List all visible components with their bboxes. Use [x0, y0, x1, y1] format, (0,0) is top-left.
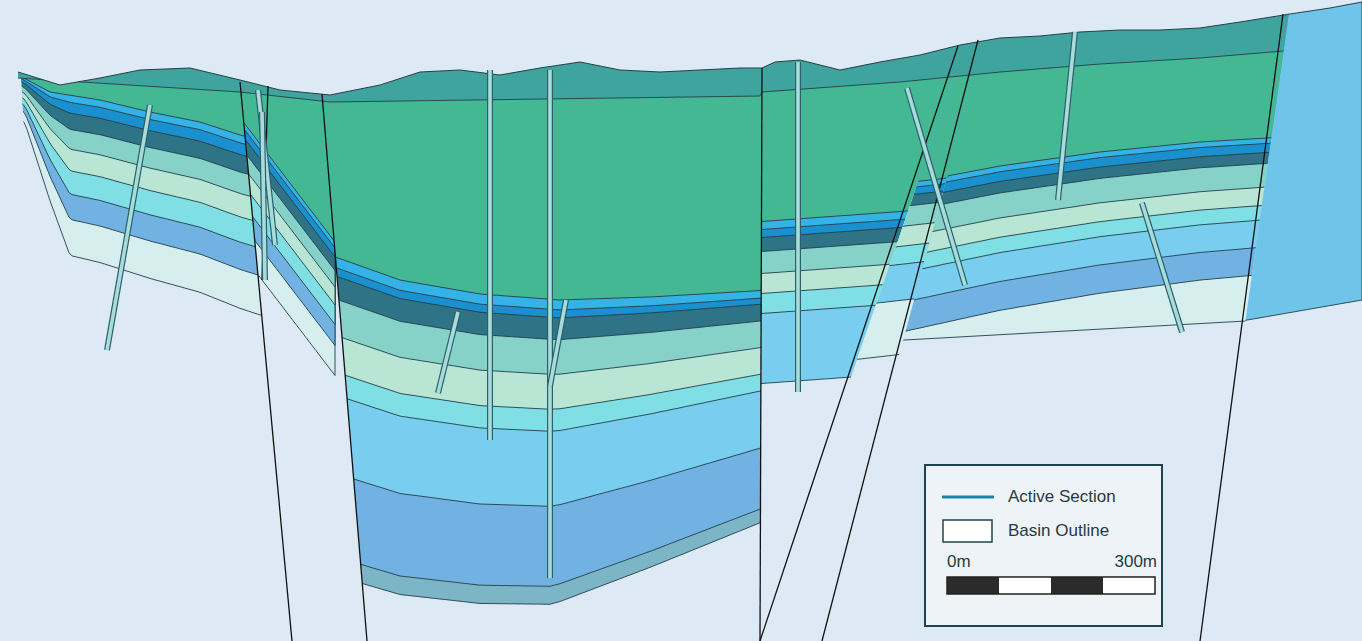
- borehole: [1058, 32, 1075, 200]
- borehole: [907, 88, 965, 285]
- borehole: [795, 62, 801, 392]
- topography-line: [18, 2, 1362, 95]
- borehole: [907, 88, 965, 285]
- legend: [925, 465, 1162, 626]
- borehole: [107, 105, 150, 350]
- borehole: [488, 70, 492, 440]
- borehole: [1142, 203, 1182, 332]
- borehole: [548, 70, 552, 578]
- borehole: [438, 312, 458, 393]
- scale-bar-segment: [999, 577, 1051, 594]
- borehole: [796, 62, 800, 392]
- borehole: [547, 70, 553, 578]
- borehole: [438, 312, 458, 393]
- borehole: [550, 300, 566, 386]
- borehole: [262, 112, 265, 280]
- scale-label: 300m: [1114, 551, 1157, 573]
- scale-bar-segment: [947, 577, 999, 594]
- fault-line: [760, 68, 762, 641]
- borehole: [107, 105, 150, 350]
- scale-label: 0m: [947, 551, 971, 573]
- fault-line: [1200, 14, 1283, 641]
- scale-bar: [947, 577, 1155, 594]
- legend-label: Active Section: [1008, 486, 1116, 508]
- scale-bar-segment: [1103, 577, 1155, 594]
- borehole: [1058, 32, 1075, 200]
- borehole: [262, 112, 265, 280]
- legend-line-sample: [942, 496, 994, 499]
- fault-line: [322, 94, 367, 641]
- legend-outline-sample: [943, 520, 992, 542]
- fault-line: [240, 82, 292, 641]
- borehole: [487, 70, 493, 440]
- legend-label: Basin Outline: [1008, 520, 1109, 542]
- borehole: [550, 300, 566, 386]
- legend-box: [925, 465, 1162, 626]
- rock-layer: [1190, 0, 1362, 330]
- borehole: [1142, 203, 1182, 332]
- scale-bar-segment: [1051, 577, 1103, 594]
